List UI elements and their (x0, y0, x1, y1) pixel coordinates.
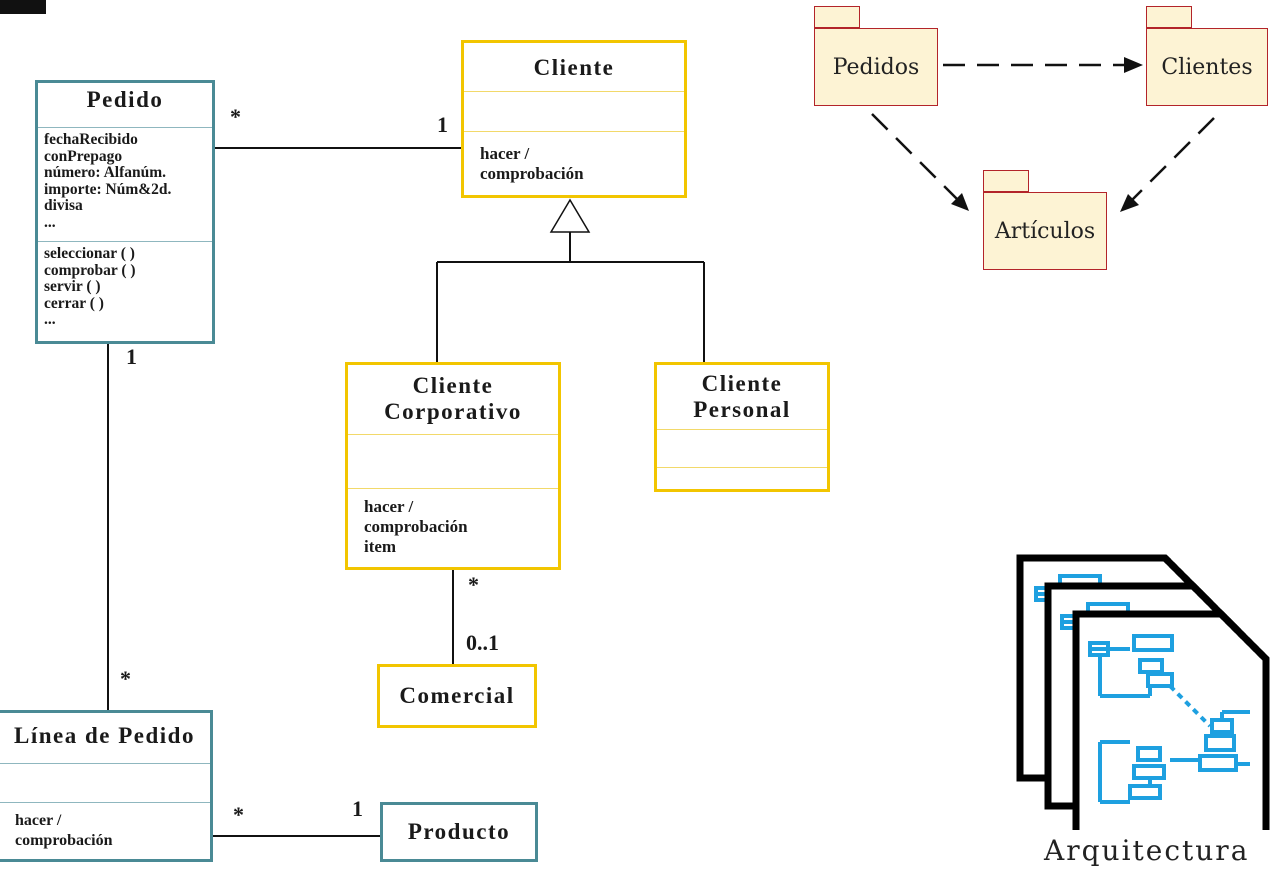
package-articulos[interactable]: Artículos (983, 170, 1107, 270)
class-pedido-operations: seleccionar ( ) comprobar ( ) servir ( )… (38, 241, 212, 341)
class-cliente-personal-operations (657, 467, 827, 489)
multiplicity-pedido-linea-pedido: 1 (126, 344, 137, 369)
package-clientes-label: Clientes (1146, 28, 1268, 106)
class-linea-pedido-operations: hacer / comprobación (0, 802, 210, 859)
package-pedidos[interactable]: Pedidos (814, 6, 938, 106)
generalization-arrowhead (549, 198, 591, 233)
dep-arrowhead-articulos-right (1120, 194, 1139, 212)
operation: cerrar ( ) (44, 294, 104, 312)
class-pedido[interactable]: Pedido fechaRecibido conPrepago número: … (35, 80, 215, 344)
attribute: importe: Núm&2d. (44, 180, 172, 198)
package-clientes[interactable]: Clientes (1146, 6, 1268, 106)
class-linea-pedido[interactable]: Línea de Pedido hacer / comprobación (0, 710, 213, 862)
multiplicity-pedido-cliente-cliente: 1 (437, 112, 448, 137)
multiplicity-linea-producto-linea: * (233, 802, 244, 827)
class-pedido-name: Pedido (86, 87, 164, 112)
class-cliente-operations: hacer / comprobación (464, 131, 684, 195)
class-cliente[interactable]: Cliente hacer / comprobación (461, 40, 687, 198)
class-cliente-personal-name: Cliente Personal (693, 371, 791, 422)
package-tab (983, 170, 1029, 192)
class-pedido-attributes: fechaRecibido conPrepago número: Alfanúm… (38, 127, 212, 241)
class-linea-pedido-attributes (0, 762, 210, 802)
package-pedidos-label: Pedidos (814, 28, 938, 106)
dep-pedidos-articulos (871, 113, 959, 201)
attribute: fechaRecibido (44, 131, 138, 148)
dep-arrowhead-articulos-left (951, 193, 969, 211)
package-articulos-label: Artículos (983, 192, 1107, 270)
class-cliente-personal-attributes (657, 429, 827, 467)
attribute: divisa (44, 197, 83, 214)
multiplicity-pedido-cliente-pedido: * (230, 104, 241, 129)
package-tab (814, 6, 860, 28)
attribute: número: Alfanúm. (44, 164, 167, 181)
package-tab (1146, 6, 1192, 28)
class-cliente-corporativo[interactable]: Cliente Corporativo hacer / comprobación… (345, 362, 561, 570)
multiplicity-corporativo-comercial-corporativo: * (468, 572, 479, 597)
architecture-caption: Arquitectura (1044, 834, 1250, 867)
class-cliente-corporativo-attributes (348, 434, 558, 488)
multiplicity-pedido-linea-linea: * (120, 666, 131, 691)
multiplicity-linea-producto-producto: 1 (352, 796, 363, 821)
class-producto-name: Producto (407, 819, 511, 844)
dep-arrowhead-clientes (1124, 57, 1143, 73)
attribute: conPrepago (44, 147, 123, 165)
class-linea-pedido-name: Línea de Pedido (14, 723, 195, 748)
attribute: ... (44, 213, 56, 231)
operation: seleccionar ( ) (44, 245, 135, 262)
class-comercial[interactable]: Comercial (377, 664, 537, 728)
stacked-class-diagrams-icon (1000, 540, 1270, 830)
dep-clientes-articulos (1131, 117, 1215, 201)
class-cliente-name: Cliente (533, 55, 615, 80)
class-cliente-corporativo-operations: hacer / comprobación item (348, 488, 558, 567)
class-cliente-corporativo-name: Cliente Corporativo (384, 373, 522, 424)
class-cliente-personal[interactable]: Cliente Personal (654, 362, 830, 492)
class-comercial-name: Comercial (399, 683, 515, 708)
operation: servir ( ) (44, 278, 101, 295)
multiplicity-corporativo-comercial-comercial: 0..1 (466, 630, 499, 655)
class-cliente-attributes (464, 91, 684, 131)
operation: ... (44, 311, 56, 328)
class-producto[interactable]: Producto (380, 802, 538, 862)
corner-mark (0, 0, 46, 14)
operation: comprobar ( ) (44, 261, 136, 279)
